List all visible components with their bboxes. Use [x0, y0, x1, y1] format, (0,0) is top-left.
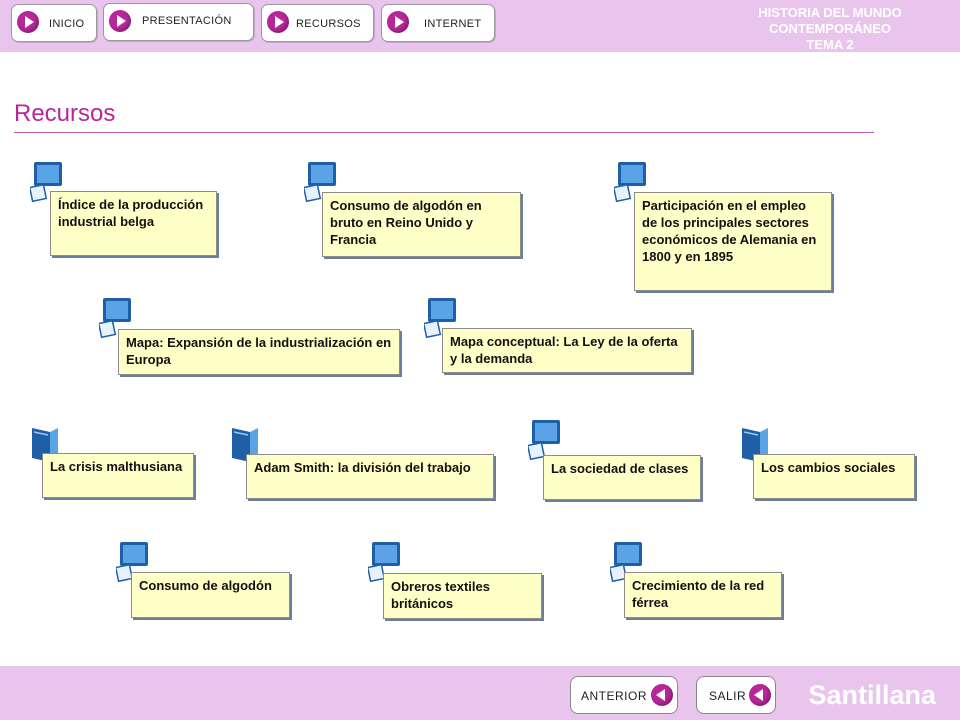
resource-card[interactable]: Participación en el empleo de los princi…	[634, 192, 832, 291]
play-arrow-icon	[387, 11, 409, 33]
resource-card[interactable]: Índice de la producción industrial belga	[50, 191, 217, 256]
resource-card[interactable]: Obreros textiles británicos	[383, 573, 542, 619]
anterior-button[interactable]: ANTERIOR	[570, 676, 678, 714]
book-icon[interactable]	[228, 424, 262, 466]
nav-internet-button[interactable]: INTERNET	[381, 4, 495, 42]
salir-label: SALIR	[709, 689, 747, 703]
resource-card[interactable]: Mapa conceptual: La Ley de la oferta y l…	[442, 328, 692, 373]
screen-document-icon[interactable]	[30, 160, 64, 202]
play-arrow-icon	[267, 11, 289, 33]
nav-presentacion-button[interactable]: PRESENTACIÓN	[103, 3, 254, 41]
screen-document-icon[interactable]	[304, 160, 338, 202]
nav-inicio-label: INICIO	[49, 18, 85, 30]
resource-card[interactable]: Adam Smith: la división del trabajo	[246, 454, 494, 499]
nav-presentacion-label: PRESENTACIÓN	[142, 15, 232, 27]
play-arrow-icon	[109, 10, 131, 32]
title-divider	[14, 132, 874, 133]
resource-card[interactable]: Mapa: Expansión de la industrialización …	[118, 329, 400, 375]
anterior-label: ANTERIOR	[581, 689, 648, 703]
screen-document-icon[interactable]	[116, 540, 150, 582]
book-icon[interactable]	[738, 424, 772, 466]
salir-button[interactable]: SALIR	[696, 676, 776, 714]
bottom-bar	[0, 666, 960, 720]
resource-card[interactable]: Consumo de algodón en bruto en Reino Uni…	[322, 192, 521, 257]
screen-document-icon[interactable]	[424, 296, 458, 338]
back-arrow-icon	[749, 684, 771, 706]
nav-recursos-button[interactable]: RECURSOS	[261, 4, 374, 42]
back-arrow-icon	[651, 684, 673, 706]
course-title-line1: HISTORIA DEL MUNDO CONTEMPORÁNEO	[758, 5, 902, 36]
resource-card[interactable]: Los cambios sociales	[753, 454, 915, 499]
screen-document-icon[interactable]	[368, 540, 402, 582]
resource-card[interactable]: La sociedad de clases	[543, 455, 701, 500]
brand-logo: Santillana	[808, 680, 936, 710]
resource-card[interactable]: La crisis malthusiana	[42, 453, 194, 498]
course-title: HISTORIA DEL MUNDO CONTEMPORÁNEO TEMA 2	[710, 5, 950, 53]
nav-recursos-label: RECURSOS	[296, 18, 361, 30]
nav-inicio-button[interactable]: INICIO	[11, 4, 97, 42]
screen-document-icon[interactable]	[614, 160, 648, 202]
screen-document-icon[interactable]	[99, 296, 133, 338]
play-arrow-icon	[17, 11, 39, 33]
course-title-line2: TEMA 2	[806, 37, 854, 52]
page-title: Recursos	[14, 100, 116, 127]
screen-document-icon[interactable]	[610, 540, 644, 582]
resource-card[interactable]: Crecimiento de la red férrea	[624, 572, 782, 618]
screen-document-icon[interactable]	[528, 418, 562, 460]
resource-card[interactable]: Consumo de algodón	[131, 572, 290, 618]
nav-internet-label: INTERNET	[424, 18, 482, 30]
